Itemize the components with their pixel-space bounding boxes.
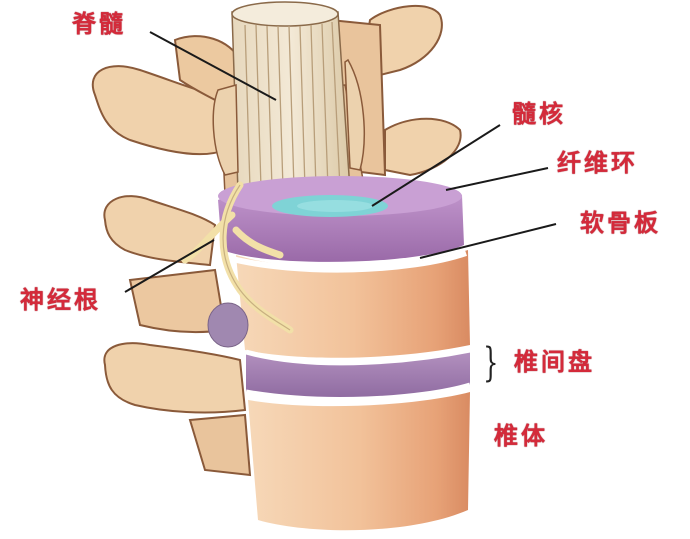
label-cartilage-endplate: 软骨板	[580, 209, 661, 237]
intervertebral-disc-top	[218, 176, 464, 262]
leader-nucleus	[371, 124, 501, 207]
vertebral-body-upper	[236, 250, 470, 358]
intervertebral-disc-bottom	[245, 347, 471, 402]
vertebral-body-lower	[248, 392, 470, 531]
label-annulus-fibrosus: 纤维环	[557, 149, 638, 177]
label-spinal-cord: 脊髓	[72, 10, 126, 38]
lower-left-processes	[103, 342, 252, 477]
label-vertebral-body: 椎体	[494, 422, 548, 450]
middle-left-processes	[103, 195, 227, 334]
leader-lines	[124, 31, 557, 293]
label-intervertebral-disc: 椎间盘	[514, 348, 595, 376]
brace-icon: }	[483, 340, 499, 386]
cartilage-endplate	[227, 250, 467, 273]
leader-nerve-root	[124, 239, 215, 293]
label-nucleus-pulposus: 髓核	[512, 100, 566, 128]
leader-annulus	[445, 167, 549, 191]
ligament-blob	[207, 302, 249, 348]
leader-endplate	[419, 223, 557, 259]
leader-spinal-cord	[149, 31, 277, 101]
label-nerve-root: 神经根	[20, 286, 101, 314]
